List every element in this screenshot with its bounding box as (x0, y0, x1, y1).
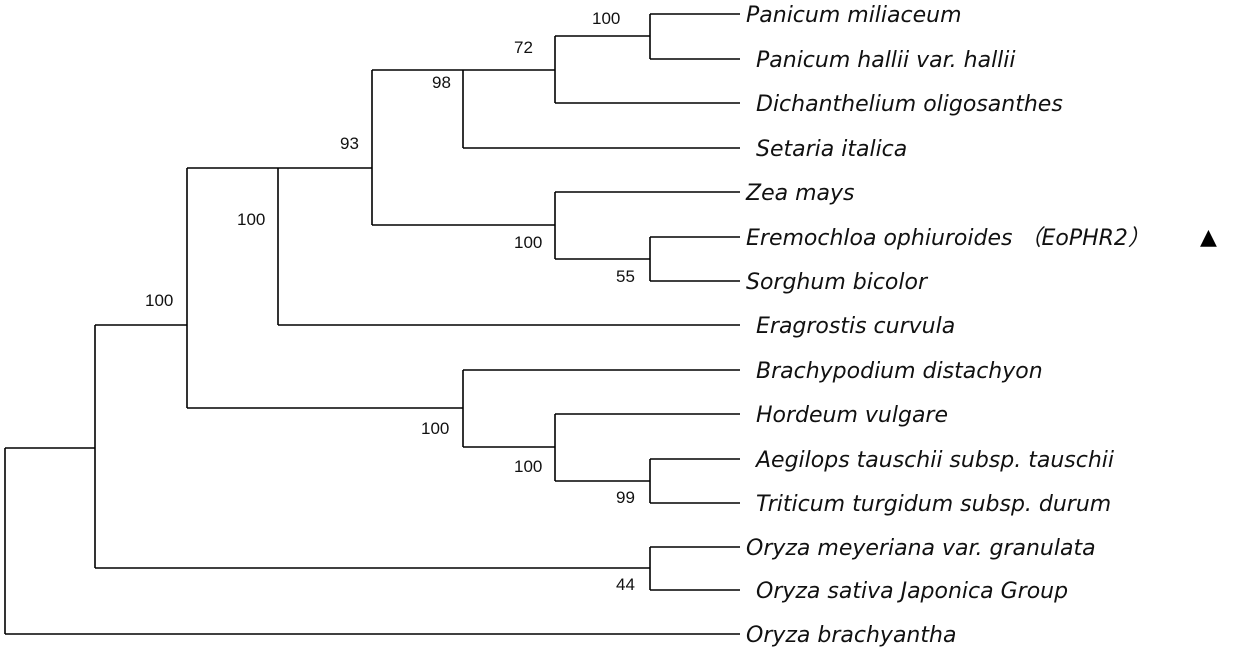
support-value: 100 (237, 210, 265, 229)
taxon-label: Eragrostis curvula (756, 314, 955, 339)
taxon-label: Zea mays (745, 181, 854, 206)
triangle-icon: ▲ (1200, 225, 1217, 250)
taxon-label: Hordeum vulgare (756, 403, 948, 428)
taxon-label: Dichanthelium oligosanthes (756, 92, 1063, 117)
taxon-label: Triticum turgidum subsp. durum (756, 492, 1111, 517)
support-value: 100 (514, 457, 542, 476)
taxon-label: Panicum miliaceum (746, 3, 962, 28)
taxon-label: Sorghum bicolor (746, 270, 929, 295)
support-value: 55 (616, 267, 635, 286)
taxon-label: Setaria italica (756, 137, 907, 162)
taxon-label: Oryza brachyantha (746, 623, 956, 648)
taxon-label: Panicum hallii var. hallii (756, 48, 1016, 73)
tree-branches (4, 13, 740, 635)
support-values: 100 72 98 93 100 100 100 55 100 100 99 4… (145, 9, 635, 594)
support-value: 98 (432, 73, 451, 92)
support-value: 100 (592, 9, 620, 28)
taxon-label: Oryza meyeriana var. granulata (746, 536, 1096, 561)
taxon-label: Brachypodium distachyon (756, 359, 1043, 384)
taxon-label-highlighted: Eremochloa ophiuroides （EoPHR2） (746, 226, 1150, 251)
support-value: 100 (145, 291, 173, 310)
support-value: 99 (616, 488, 635, 507)
taxon-label: Aegilops tauschii subsp. tauschii (754, 448, 1114, 473)
support-value: 93 (340, 134, 359, 153)
support-value: 72 (514, 38, 533, 57)
support-value: 100 (514, 233, 542, 252)
support-value: 44 (616, 575, 635, 594)
support-value: 100 (421, 419, 449, 438)
taxon-labels: Panicum miliaceum Panicum hallii var. ha… (745, 3, 1150, 648)
taxon-label: Oryza sativa Japonica Group (756, 579, 1068, 604)
